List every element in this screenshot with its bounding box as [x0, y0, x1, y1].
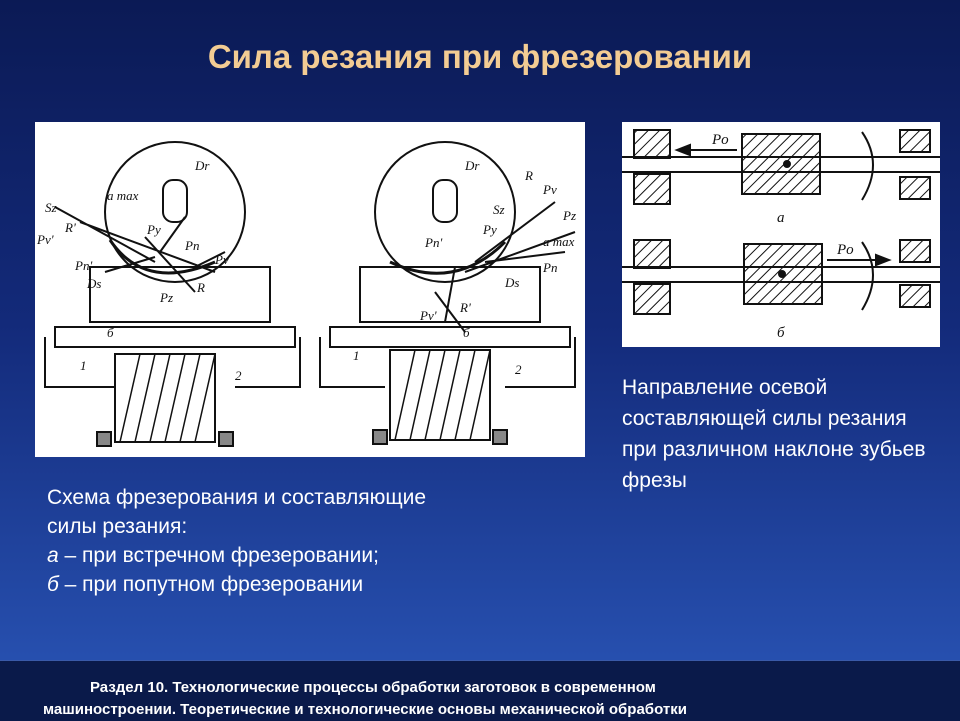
- footer-line-2: машиностроении. Теоретические и технолог…: [43, 701, 687, 718]
- right-figure-caption: Направление осевой составляющей силы рез…: [622, 376, 926, 492]
- caption-letter-a: а: [47, 544, 59, 567]
- label-1-a: 1: [80, 358, 87, 373]
- label-r-prime-a: R': [64, 220, 76, 235]
- label-r-a: R: [196, 280, 205, 295]
- slide-footer: Раздел 10. Технологические процессы обра…: [0, 660, 960, 721]
- label-dr-b: Dr: [464, 158, 480, 173]
- cut-arc-b: [389, 240, 507, 275]
- caption-line-1: Схема фрезерования и составляющие: [47, 486, 427, 509]
- milling-scheme-figure: Dr Sz Pv' R' a max Py Pn Pn' Ds Pz R Pv …: [35, 122, 585, 457]
- axial-force-drawing: Po а Po б: [622, 129, 940, 341]
- table-b: [329, 326, 571, 348]
- caption-text-b: – при попутном фрезеровании: [58, 573, 364, 596]
- left-bearing-top-b: [633, 239, 671, 269]
- caption-letter-b: б: [47, 573, 59, 596]
- rotation-arc-a: [861, 131, 874, 201]
- label-pn-prime-a: Pn': [74, 258, 92, 273]
- axial-arrowhead-a: [674, 143, 691, 157]
- frame-b: [319, 337, 576, 388]
- label-2-a: 2: [235, 368, 242, 383]
- label-pn-a: Pn: [184, 238, 199, 253]
- right-bearing-top-b: [899, 239, 931, 263]
- caption-line-3: а – при встречном фрезеровании;: [47, 541, 567, 570]
- caption-text-a: – при встречном фрезеровании;: [58, 544, 379, 567]
- frame-a: [44, 337, 301, 388]
- label-delta-b: б: [463, 325, 470, 340]
- left-figure-caption: Схема фрезерования и составляющие силы р…: [47, 483, 567, 599]
- axial-force-figure: Po а Po б: [622, 122, 940, 347]
- label-2-b: 2: [515, 362, 522, 377]
- label-po-a: Po: [711, 132, 729, 148]
- keyway-a: [162, 179, 188, 223]
- axial-arrowhead-b: [875, 253, 892, 267]
- label-amax-a: a max: [107, 188, 139, 203]
- support-b-right: [492, 429, 508, 445]
- label-delta-a: б: [107, 325, 114, 340]
- caption-line-4: б – при попутном фрезеровании: [47, 570, 567, 599]
- workpiece-b: [359, 266, 541, 323]
- label-pv-prime-a: Pv': [36, 232, 54, 247]
- worm-teeth-a: [119, 353, 216, 443]
- label-pv-prime-b: Pv': [419, 308, 437, 323]
- cutter-center-b: [778, 270, 786, 278]
- label-pn-prime-b: Pn': [424, 235, 442, 250]
- label-r-b: R: [524, 168, 533, 183]
- label-ds-a: Ds: [86, 276, 101, 291]
- right-bearing-bottom-a: [899, 176, 931, 200]
- force-lines-a: [54, 206, 226, 293]
- keyway-b: [432, 179, 458, 223]
- label-1-b: 1: [353, 348, 360, 363]
- cutter-wheel-b: [374, 141, 516, 283]
- label-pv-a: Pv: [214, 252, 229, 267]
- label-pz-a: Pz: [159, 290, 173, 305]
- cutter-wheel-a: [104, 141, 246, 283]
- label-py-b: Py: [482, 222, 497, 237]
- support-a-left: [96, 431, 112, 447]
- caption-line-2: силы резания:: [47, 515, 188, 538]
- left-bearing-bottom-a: [633, 173, 671, 205]
- label-po-b: Po: [836, 242, 854, 258]
- label-amax-b: a max: [543, 234, 575, 249]
- milling-scheme-drawing: Dr Sz Pv' R' a max Py Pn Pn' Ds Pz R Pv …: [36, 141, 576, 447]
- left-bearing-top-a: [633, 129, 671, 159]
- label-pz-b: Pz: [562, 208, 576, 223]
- cutter-b: [743, 243, 823, 305]
- label-py-a: Py: [146, 222, 161, 237]
- label-r-prime-b: R': [459, 300, 471, 315]
- label-dr-a: Dr: [194, 158, 210, 173]
- rotation-arc-b: [861, 241, 874, 311]
- slide-title: Сила резания при фрезеровании: [207, 38, 753, 75]
- cutter-a: [741, 133, 821, 195]
- label-sz-a: Sz: [45, 200, 57, 215]
- footer-line-1: Раздел 10. Технологические процессы обра…: [90, 679, 656, 696]
- left-bearing-bottom-b: [633, 283, 671, 315]
- label-b: б: [777, 325, 785, 341]
- label-sz-b: Sz: [493, 202, 505, 217]
- right-bearing-top-a: [899, 129, 931, 153]
- label-pv-b: Pv: [542, 182, 557, 197]
- support-a-right: [218, 431, 234, 447]
- cutter-center-a: [783, 160, 791, 168]
- label-ds-b: Ds: [504, 275, 519, 290]
- label-a: а: [777, 210, 785, 226]
- workpiece-a: [89, 266, 271, 323]
- cut-arc-a: [108, 239, 216, 275]
- force-lines-b: [434, 201, 576, 333]
- worm-teeth-b: [394, 349, 491, 441]
- table-a: [54, 326, 296, 348]
- label-pn-b: Pn: [542, 260, 557, 275]
- right-bearing-bottom-b: [899, 284, 931, 308]
- support-b-left: [372, 429, 388, 445]
